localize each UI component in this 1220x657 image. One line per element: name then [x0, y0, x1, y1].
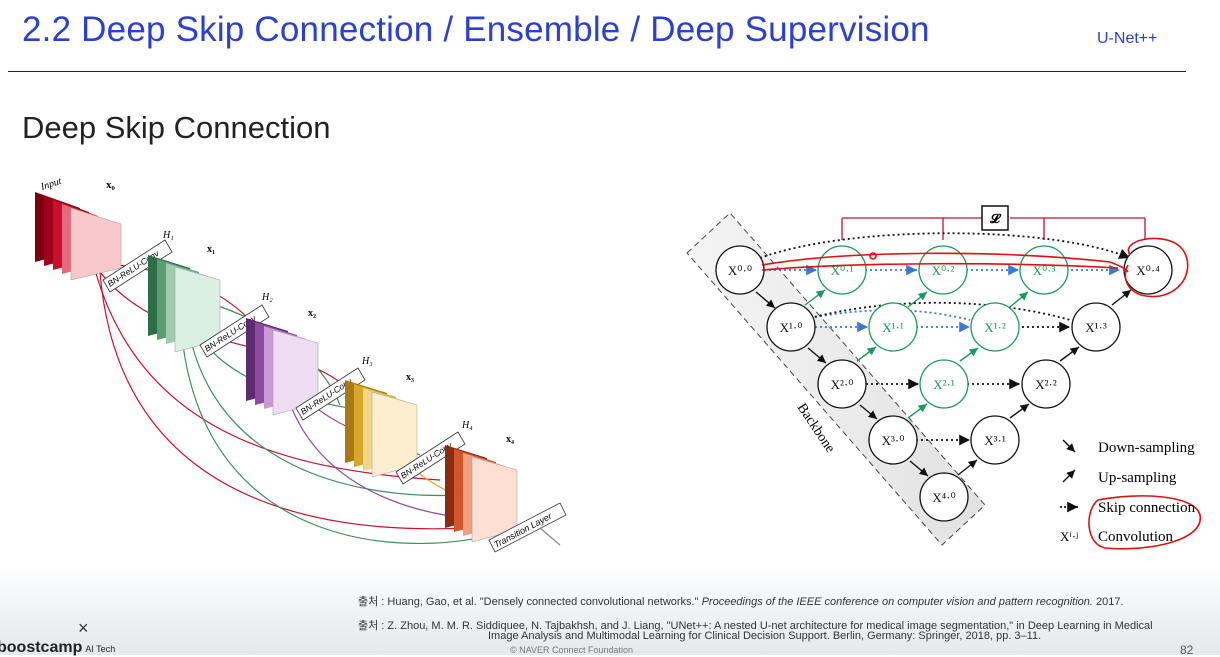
input-label: Input	[39, 176, 64, 193]
node-x30-label: X³·⁰	[882, 433, 905, 448]
h4-label: H₄	[461, 420, 473, 431]
node-x03-label: X⁰·³	[1033, 263, 1056, 278]
node-x11	[868, 302, 918, 352]
hand-annotation	[761, 237, 1201, 550]
up-sampling-arrows-black	[957, 289, 1132, 476]
citation-unetpp-line1: 출처 : Z. Zhou, M. M. R. Siddiquee, N. Taj…	[358, 620, 1153, 632]
legend-conv-label: Convolution	[1098, 529, 1174, 545]
logo-text: boostcamp	[0, 639, 83, 656]
x4-feature-stack	[445, 445, 518, 543]
legend: Down-sampling Up-sampling Skip connectio…	[1060, 439, 1196, 545]
x0-label: x₀	[106, 179, 116, 191]
node-x01	[817, 245, 867, 295]
node-x31	[970, 415, 1020, 465]
node-x20-label: X²·⁰	[831, 377, 854, 392]
node-x04	[1123, 245, 1173, 295]
h4-conv-box	[395, 431, 466, 485]
node-x31-label: X³·¹	[984, 433, 1006, 448]
unetpp-diagram: Backbone 𝓛	[686, 205, 1201, 550]
node-x30	[868, 415, 918, 465]
node-x11-label: X¹·¹	[882, 320, 904, 335]
node-x02-label: X⁰·²	[932, 263, 955, 278]
close-icon[interactable]: ×	[78, 618, 89, 638]
legend-conv-symbol: Xⁱ·ʲ	[1060, 529, 1078, 544]
legend-up-label: Up-sampling	[1098, 470, 1177, 486]
loss-label: 𝓛	[989, 211, 1002, 226]
legend-down-icon	[1062, 439, 1076, 453]
citation-densenet-year: 2017.	[1092, 596, 1124, 608]
node-x40	[919, 472, 969, 522]
node-x22	[1021, 359, 1071, 409]
node-x04-label: X⁰·⁴	[1136, 263, 1160, 278]
h2-conv-box	[199, 304, 270, 358]
node-x10	[766, 302, 816, 352]
page-number: 82	[1180, 643, 1194, 657]
node-x01-label: X⁰·¹	[831, 263, 854, 278]
title-divider	[8, 71, 1186, 72]
citation-densenet-prefix: 출처 : Huang, Gao, et al. "Densely connect…	[358, 596, 702, 608]
down-sampling-arrows	[755, 291, 929, 477]
up-sampling-arrows-green	[804, 289, 1029, 419]
node-x22-label: X²·²	[1035, 377, 1057, 392]
slide-title: 2.2 Deep Skip Connection / Ensemble / De…	[22, 10, 930, 49]
x2-feature-stack	[246, 318, 319, 416]
legend-skip-label: Skip connection	[1098, 500, 1196, 516]
slide-tag: U-Net++	[1097, 30, 1158, 47]
node-x10-label: X¹·⁰	[780, 320, 803, 335]
node-x00-label: X⁰·⁰	[728, 263, 752, 278]
citation-densenet-venue: Proceedings of the IEEE conference on co…	[701, 596, 1093, 608]
node-x02	[918, 245, 968, 295]
transition-arrow	[539, 527, 561, 546]
footer-band	[0, 566, 1220, 655]
legend-down-label: Down-sampling	[1098, 440, 1195, 456]
x2-label: x₂	[308, 308, 316, 319]
h1-label: H₁	[162, 230, 174, 241]
logo-subtext: AI Tech	[85, 644, 116, 654]
x1-feature-stack	[148, 255, 221, 353]
node-x21-label: X²·¹	[933, 377, 955, 392]
node-labels: X⁰·⁰ X¹·⁰ X²·⁰ X³·⁰ X⁴·⁰ X⁰·¹ X⁰·² X⁰·³ …	[728, 263, 1160, 505]
h3-label: H₃	[361, 356, 373, 367]
h2-label: H₂	[261, 292, 273, 303]
copyright: © NAVER Connect Foundation	[510, 645, 634, 655]
transition-box	[488, 502, 567, 553]
node-x13	[1071, 302, 1121, 352]
x4-label: x₄	[506, 434, 514, 445]
citation-unetpp-line2: Image Analysis and Multimodal Learning f…	[488, 630, 1042, 642]
x1-label: x₁	[207, 244, 215, 255]
input-feature-stack	[35, 192, 122, 281]
node-x13-label: X¹·³	[1085, 320, 1107, 335]
node-x20	[817, 359, 867, 409]
x3-feature-stack	[345, 380, 418, 478]
x3-label: x₃	[406, 372, 414, 383]
legend-up-icon	[1062, 469, 1076, 483]
node-x21	[919, 359, 969, 409]
deep-supervision-lines	[841, 217, 1146, 240]
skip-connections	[759, 232, 1131, 446]
section-subtitle: Deep Skip Connection	[22, 110, 331, 145]
node-x12	[970, 302, 1020, 352]
node-x12-label: X¹·²	[984, 320, 1006, 335]
citation-densenet: 출처 : Huang, Gao, et al. "Densely connect…	[358, 593, 1124, 609]
h1-conv-box	[102, 239, 173, 293]
densenet-diagram: Input x₀ BN-ReLU-Conv H₁ x₁ BN-ReLU-Conv…	[35, 176, 567, 553]
node-x40-label: X⁴·⁰	[932, 490, 955, 505]
loss-box	[981, 205, 1009, 231]
nodes-black	[715, 245, 1173, 522]
